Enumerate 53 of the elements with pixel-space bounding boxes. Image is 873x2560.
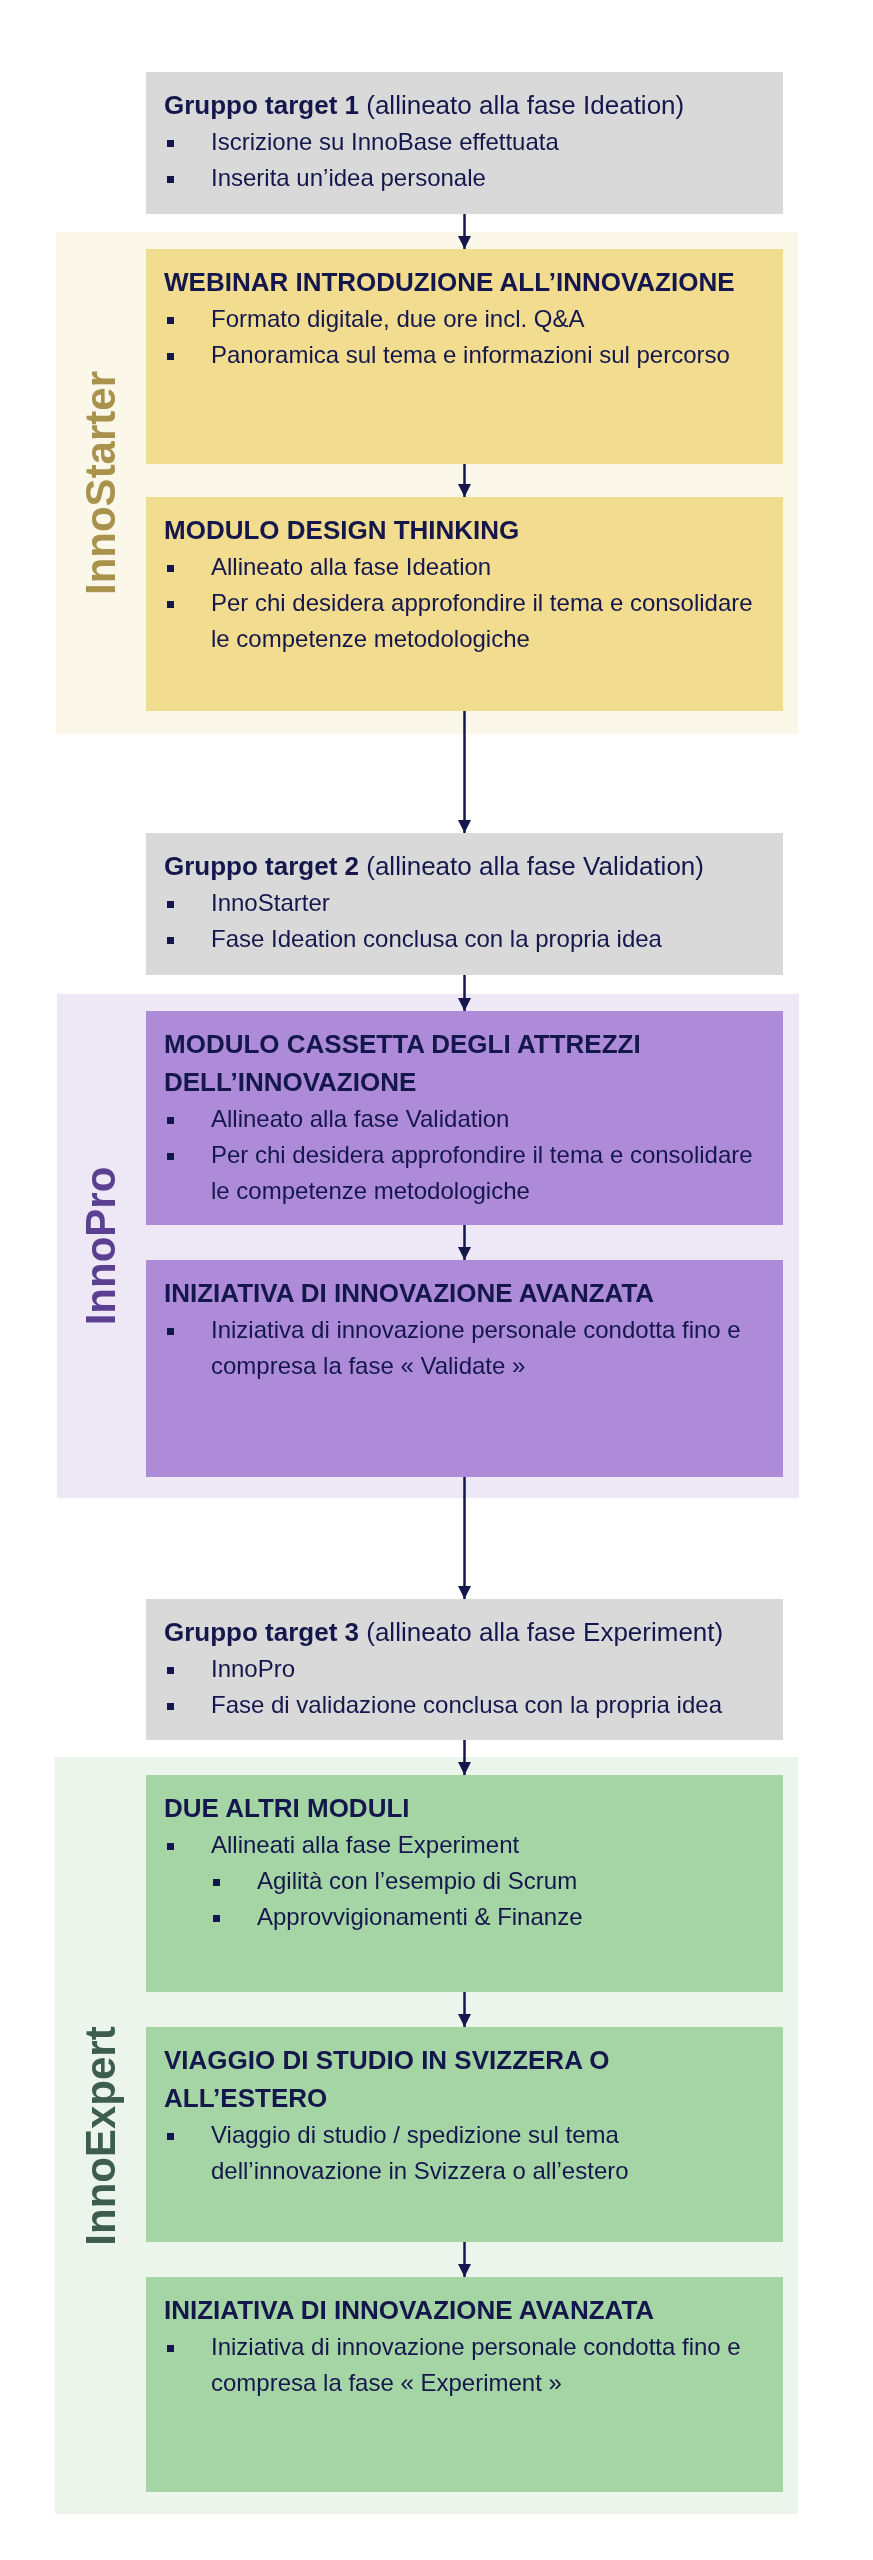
bullet-text: Fase di validazione conclusa con la propria idea bbox=[211, 1690, 722, 1720]
module-card bbox=[146, 1260, 783, 1477]
module-card bbox=[146, 1011, 783, 1225]
bullet-text: Approvvigionamenti & Finanze bbox=[257, 1902, 583, 1932]
bullet-text: Viaggio di studio / spedizione sul tema dell’innovazione in Svizzera o all’estero bbox=[211, 2120, 630, 2186]
arrow bbox=[458, 1477, 471, 1599]
module-card bbox=[146, 497, 783, 711]
card-heading: Gruppo target 1 (allineato alla fase Ideation) bbox=[164, 89, 686, 122]
card-heading: Gruppo target 2 (allineato alla fase Validation) bbox=[164, 850, 705, 883]
module-card bbox=[146, 2277, 783, 2492]
bullet-text: Allineati alla fase Experiment bbox=[211, 1830, 520, 1860]
module-card bbox=[146, 1775, 783, 1992]
program-band bbox=[55, 1757, 798, 2514]
arrow bbox=[458, 1225, 471, 1260]
arrow bbox=[458, 711, 471, 833]
arrow bbox=[458, 975, 471, 1011]
arrow bbox=[458, 1740, 471, 1775]
card-heading: MODULO CASSETTA DEGLI ATTREZZI DELL’INNOVAZIONE bbox=[164, 1028, 642, 1099]
bullet-text: Fase Ideation conclusa con la propria idea bbox=[211, 924, 662, 954]
band-title: InnoExpert bbox=[77, 2025, 124, 2246]
bullet-text: Iscrizione su InnoBase effettuata bbox=[211, 127, 559, 157]
program-band bbox=[57, 994, 799, 1498]
module-card bbox=[146, 249, 783, 464]
bullet-text: InnoPro bbox=[211, 1654, 296, 1684]
bullet-text: Iniziativa di innovazione personale condotta fino e compresa la fase « Experiment » bbox=[211, 2332, 742, 2398]
target-group-card bbox=[146, 833, 783, 975]
card-heading: DUE ALTRI MODULI bbox=[164, 1792, 411, 1825]
bullet-text: Allineato alla fase Ideation bbox=[211, 552, 492, 582]
bullet-text: Agilità con l’esempio di Scrum bbox=[257, 1866, 578, 1896]
card-heading: INIZIATIVA DI INNOVAZIONE AVANZATA bbox=[164, 2294, 656, 2327]
bullet-text: InnoStarter bbox=[211, 888, 330, 918]
target-group-card bbox=[146, 72, 783, 214]
band-title: InnoStarter bbox=[78, 371, 124, 595]
arrow bbox=[458, 464, 471, 497]
card-heading: Gruppo target 3 (allineato alla fase Experiment) bbox=[164, 1616, 725, 1649]
bullet-text: Inserita un’idea personale bbox=[211, 163, 486, 193]
bullet-text: Iniziativa di innovazione personale condotta fino e compresa la fase « Validate » bbox=[211, 1315, 742, 1381]
bullet-text: Per chi desidera approfondire il tema e consolidare le competenze metodologiche bbox=[211, 1140, 754, 1206]
card-heading: INIZIATIVA DI INNOVAZIONE AVANZATA bbox=[164, 1277, 656, 1310]
module-card bbox=[146, 2027, 783, 2242]
card-heading: VIAGGIO DI STUDIO IN SVIZZERA O ALL’ESTERO bbox=[164, 2044, 611, 2115]
bullet-text: Panoramica sul tema e informazioni sul percorso bbox=[211, 340, 730, 370]
card-heading: WEBINAR INTRODUZIONE ALL’INNOVAZIONE bbox=[164, 266, 736, 299]
arrow bbox=[458, 214, 471, 249]
program-band bbox=[56, 232, 798, 734]
bullet-text: Allineato alla fase Validation bbox=[211, 1104, 510, 1134]
arrow bbox=[458, 2242, 471, 2277]
target-group-card bbox=[146, 1599, 783, 1740]
arrow bbox=[458, 1992, 471, 2027]
band-title: InnoPro bbox=[78, 1166, 125, 1326]
bullet-text: Per chi desidera approfondire il tema e consolidare le competenze metodologiche bbox=[211, 588, 754, 654]
card-heading: MODULO DESIGN THINKING bbox=[164, 514, 521, 547]
bullet-text: Formato digitale, due ore incl. Q&A bbox=[211, 304, 585, 334]
